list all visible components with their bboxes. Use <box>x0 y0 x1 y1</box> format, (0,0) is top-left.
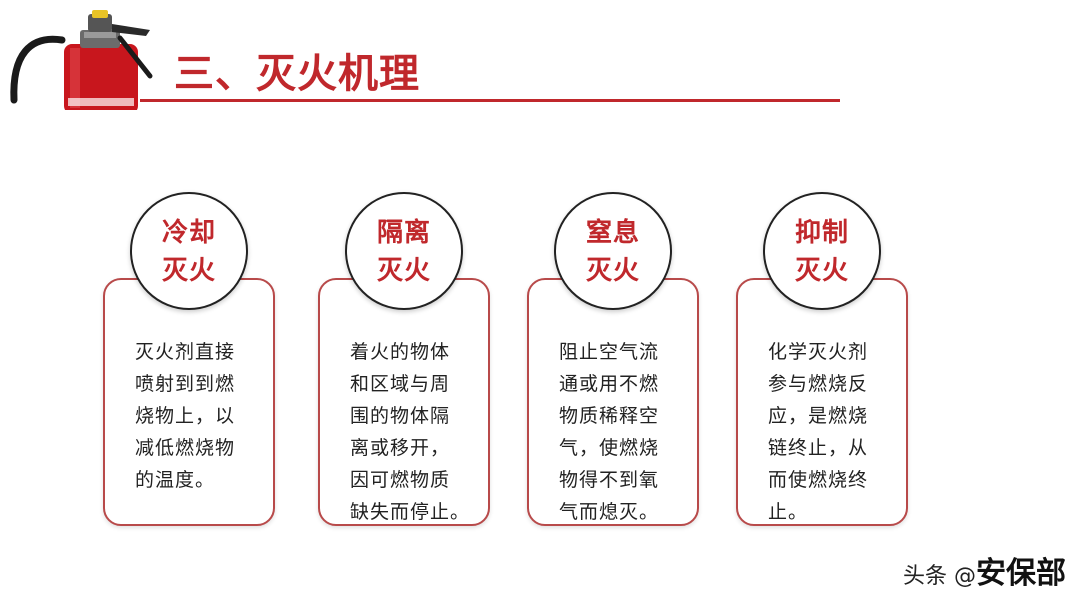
card-description: 阻止空气流 通或用不燃 物质稀释空 气，使燃烧 物得不到氧 气而熄灭。 <box>559 341 660 523</box>
card-isolation: 着火的物体 和区域与周 围的物体隔 离或移开， 因可燃物质 缺失而停止。 <box>318 278 490 526</box>
circle-cooling: 冷却 灭火 <box>130 192 248 310</box>
card-label: 抑制 灭火 <box>794 218 849 286</box>
watermark-name: 安保部 <box>976 556 1066 591</box>
card-label: 窒息 灭火 <box>585 218 640 286</box>
card-description: 化学灭火剂 参与燃烧反 应，是燃烧 链终止，从 而使燃烧终 止。 <box>768 341 869 523</box>
card-description: 着火的物体 和区域与周 围的物体隔 离或移开， 因可燃物质 缺失而停止。 <box>350 341 471 523</box>
card-label: 冷却 灭火 <box>161 218 216 286</box>
card-label: 隔离 灭火 <box>376 218 431 286</box>
circle-suffocation: 窒息 灭火 <box>554 192 672 310</box>
fire-extinguisher-image <box>10 10 153 110</box>
title-underline <box>140 99 840 102</box>
watermark-prefix: 头条 @ <box>903 564 976 589</box>
card-description: 灭火剂直接 喷射到到燃 烧物上，以 减低燃烧物 的温度。 <box>135 341 236 491</box>
card-cooling: 灭火剂直接 喷射到到燃 烧物上，以 减低燃烧物 的温度。 <box>103 278 275 526</box>
card-suffocation: 阻止空气流 通或用不燃 物质稀释空 气，使燃烧 物得不到氧 气而熄灭。 <box>527 278 699 526</box>
page-title: 三、灭火机理 <box>174 51 420 97</box>
circle-isolation: 隔离 灭火 <box>345 192 463 310</box>
card-inhibition: 化学灭火剂 参与燃烧反 应，是燃烧 链终止，从 而使燃烧终 止。 <box>736 278 908 526</box>
circle-inhibition: 抑制 灭火 <box>763 192 881 310</box>
watermark: 头条 @安保部 <box>903 548 1066 592</box>
